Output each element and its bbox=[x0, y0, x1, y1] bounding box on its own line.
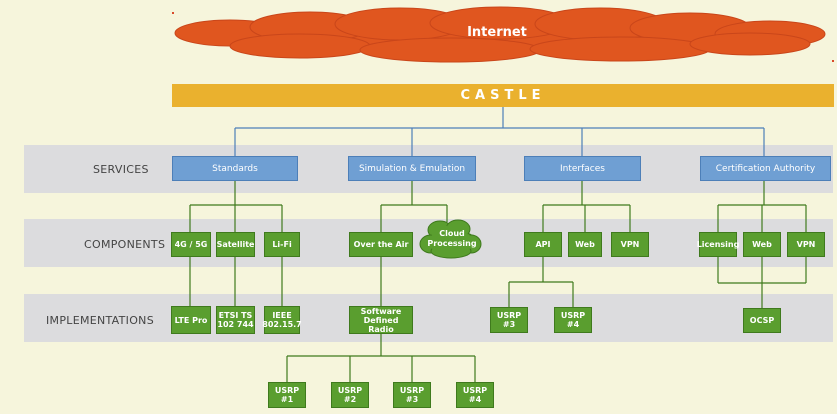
component-vpn-interfaces: VPN bbox=[611, 232, 649, 257]
impl-usrp-4-interfaces: USRP #4 bbox=[554, 307, 592, 333]
component-api: API bbox=[524, 232, 562, 257]
component-licensing: Licensing bbox=[697, 232, 739, 257]
impl-ocsp: OCSP bbox=[743, 308, 781, 333]
component-vpn-certification: VPN bbox=[787, 232, 825, 257]
component-li-fi: Li-Fi bbox=[264, 232, 300, 257]
component-web-certification: Web bbox=[743, 232, 781, 257]
component-4g-5g: 4G / 5G bbox=[171, 232, 211, 257]
impl-etsi-ts-102-744: ETSI TS 102 744 bbox=[216, 306, 255, 334]
impl-software-defined-radio: Software Defined Radio bbox=[349, 306, 413, 334]
usrp-3: USRP #3 bbox=[393, 382, 431, 408]
row-label-implementations: IMPLEMENTATIONS bbox=[46, 314, 154, 327]
internet-cloud-shape bbox=[174, 6, 826, 63]
row-label-services: SERVICES bbox=[93, 163, 149, 176]
usrp-2: USRP #2 bbox=[331, 382, 369, 408]
internet-label: Internet bbox=[467, 25, 527, 40]
impl-lte-pro: LTE Pro bbox=[171, 306, 211, 334]
impl-usrp-3-interfaces: USRP #3 bbox=[490, 307, 528, 333]
implementations-band bbox=[24, 294, 833, 342]
service-certification-authority: Certification Authority bbox=[700, 156, 831, 181]
castle-bar: CASTLE bbox=[172, 84, 834, 107]
component-satellite: Satellite bbox=[216, 232, 255, 257]
component-web-interfaces: Web bbox=[568, 232, 602, 257]
row-label-components: COMPONENTS bbox=[84, 238, 166, 251]
service-simulation-emulation: Simulation & Emulation bbox=[348, 156, 476, 181]
impl-ieee-802-15-7: IEEE 802.15.7 bbox=[262, 306, 302, 334]
component-cloud-processing: Cloud Processing bbox=[427, 229, 477, 248]
usrp-4: USRP #4 bbox=[456, 382, 494, 408]
service-standards: Standards bbox=[172, 156, 298, 181]
component-over-the-air: Over the Air bbox=[349, 232, 413, 257]
usrp-1: USRP #1 bbox=[268, 382, 306, 408]
service-interfaces: Interfaces bbox=[524, 156, 641, 181]
